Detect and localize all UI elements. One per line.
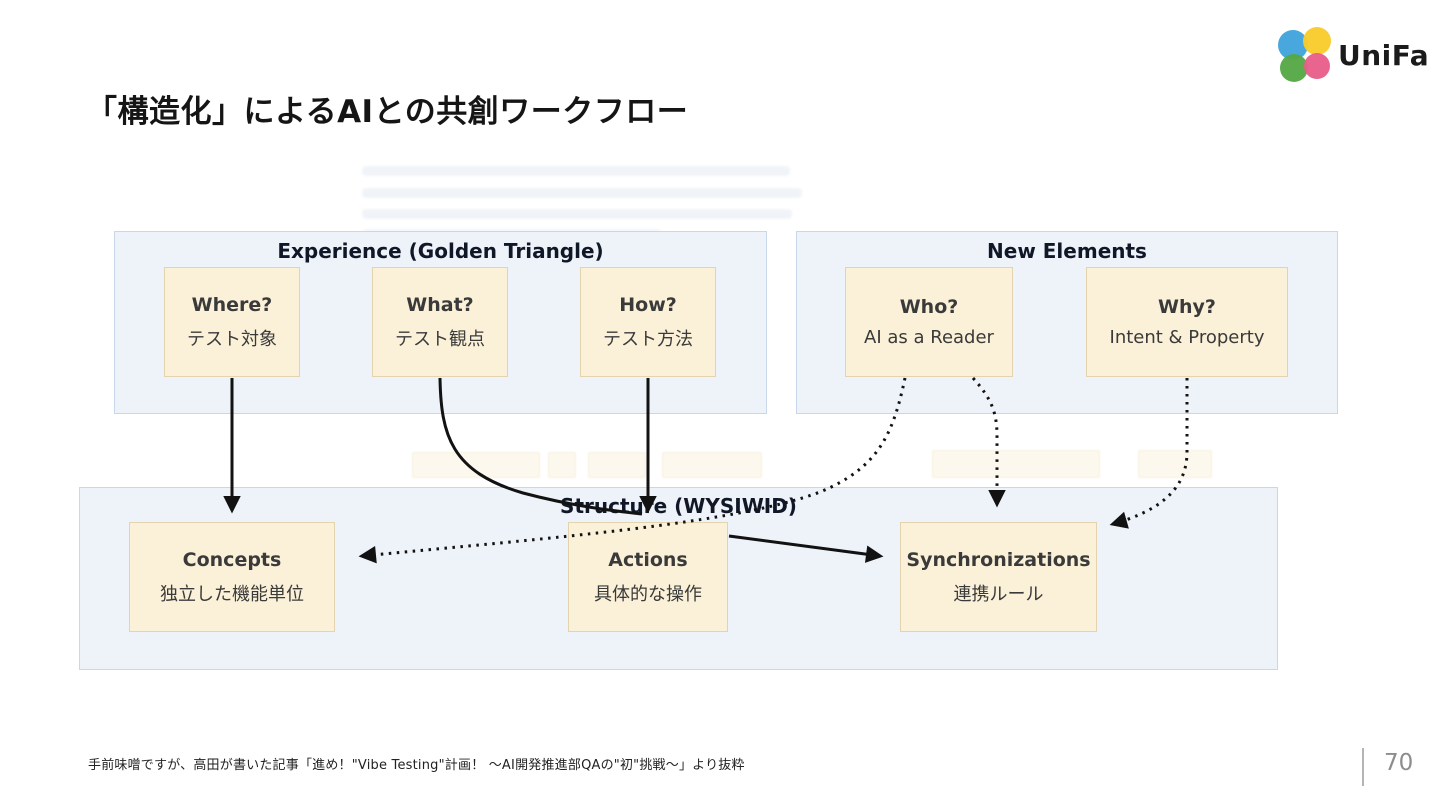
ghost-text-line xyxy=(362,166,790,176)
logo-dot-pink-icon xyxy=(1304,53,1330,79)
ghost-box xyxy=(588,452,646,478)
node-concepts-title: Concepts xyxy=(182,548,282,571)
node-synchronizations-subtitle: 連携ルール xyxy=(953,583,1044,605)
node-concepts: Concepts 独立した機能単位 xyxy=(129,522,335,632)
node-where-title: Where? xyxy=(191,293,273,316)
node-synchronizations: Synchronizations 連携ルール xyxy=(900,522,1097,632)
ghost-box xyxy=(548,452,576,478)
group-new-elements-label: New Elements xyxy=(987,239,1147,263)
page-title: 「構造化」によるAIとの共創ワークフロー xyxy=(86,94,689,130)
ghost-text-line xyxy=(362,188,802,198)
node-synchronizations-title: Synchronizations xyxy=(906,548,1091,571)
group-structure-label: Structure (WYSIWID) xyxy=(560,494,797,518)
page-number-divider xyxy=(1362,748,1364,786)
node-what-title: What? xyxy=(406,293,474,316)
node-how: How? テスト方法 xyxy=(580,267,716,377)
node-why: Why? Intent & Property xyxy=(1086,267,1288,377)
ghost-box xyxy=(1138,450,1212,478)
node-who-subtitle: AI as a Reader xyxy=(864,327,994,348)
node-why-title: Why? xyxy=(1158,296,1216,318)
group-experience-label: Experience (Golden Triangle) xyxy=(277,239,604,263)
node-who-title: Who? xyxy=(899,296,959,318)
ghost-text-line xyxy=(362,209,792,219)
node-where: Where? テスト対象 xyxy=(164,267,300,377)
node-actions-title: Actions xyxy=(608,548,688,571)
node-how-subtitle: テスト方法 xyxy=(603,328,693,350)
footer-citation: 手前味噌ですが、高田が書いた記事「進め！"Vibe Testing"計画！ ～A… xyxy=(88,758,745,773)
node-what: What? テスト観点 xyxy=(372,267,508,377)
ghost-box xyxy=(932,450,1100,478)
node-why-subtitle: Intent & Property xyxy=(1109,327,1265,348)
ghost-box xyxy=(662,452,762,478)
ghost-box xyxy=(412,452,540,478)
node-where-subtitle: テスト対象 xyxy=(187,328,277,350)
node-actions-subtitle: 具体的な操作 xyxy=(594,583,702,605)
node-who: Who? AI as a Reader xyxy=(845,267,1013,377)
node-how-title: How? xyxy=(619,293,677,316)
unifa-logo: UniFa xyxy=(1274,26,1429,84)
node-actions: Actions 具体的な操作 xyxy=(568,522,728,632)
logo-text: UniFa xyxy=(1338,39,1430,72)
node-what-subtitle: テスト観点 xyxy=(395,328,485,350)
node-concepts-subtitle: 独立した機能単位 xyxy=(160,583,304,605)
logo-dot-yellow-icon xyxy=(1303,27,1331,55)
page-number: 70 xyxy=(1384,750,1414,776)
logo-dot-green-icon xyxy=(1280,54,1308,82)
